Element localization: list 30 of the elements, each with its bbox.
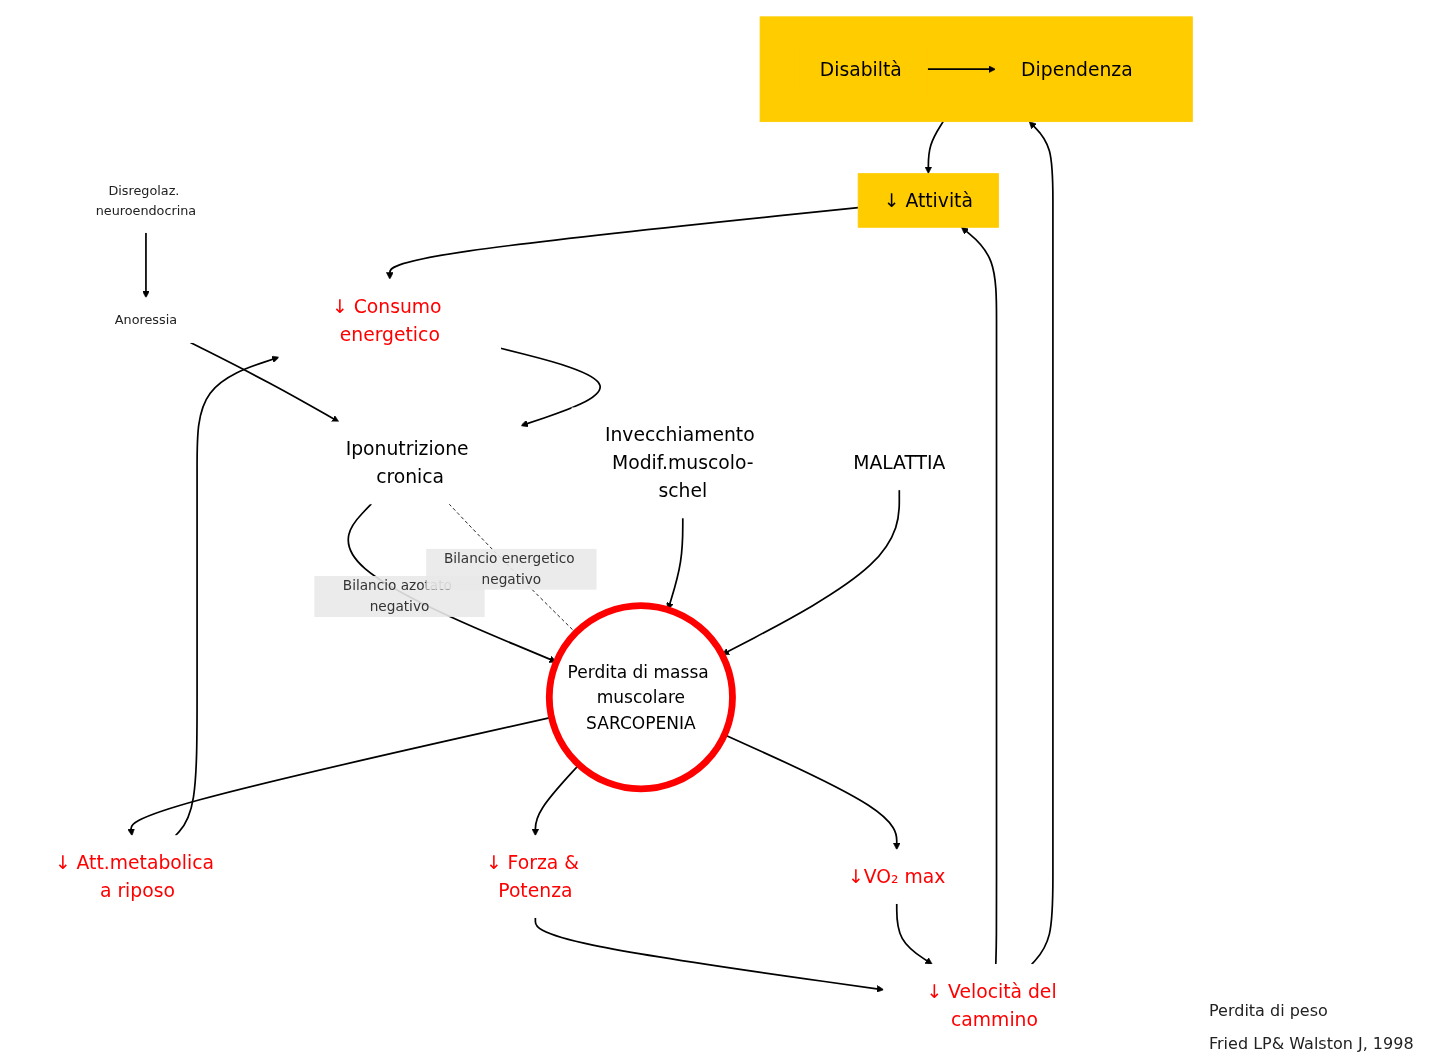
node-text: ↓ Forza & Potenza — [485, 851, 579, 902]
note-text: Fried LP& Walston J, 1998 — [1209, 1034, 1415, 1053]
node-text: Disregolaz. neuroendocrina — [95, 182, 197, 218]
arrow — [189, 341, 340, 423]
node-text: ↓ Consumo energetico — [332, 295, 442, 345]
arrow — [895, 902, 933, 965]
note-text: Perdita di peso — [1209, 1001, 1329, 1020]
arrow — [924, 120, 944, 174]
node-text: ↓ Velocità del cammino — [926, 980, 1057, 1030]
node-text: MALATTIA — [853, 452, 946, 474]
arrow — [142, 231, 150, 299]
arrow — [721, 488, 901, 656]
arrow — [926, 65, 996, 73]
arrow — [386, 206, 860, 280]
node-text: Iponutrizione cronica — [345, 438, 469, 488]
arrow — [499, 347, 601, 428]
node-text: ↓VO₂ max — [848, 865, 946, 888]
node-box: ↓ Attività — [857, 173, 999, 228]
node-text: Disabiltà — [819, 58, 902, 80]
arrow — [1028, 121, 1054, 966]
arrow — [174, 355, 280, 837]
node-text: Anoressia — [114, 312, 178, 328]
edge-label: Bilancio azotato negativo — [342, 577, 452, 615]
arrow — [961, 226, 998, 966]
node-circle: Perdita di massa muscolare SARCOPENIA — [545, 602, 736, 793]
node-text: ↓ Att.metabolica a riposo — [54, 851, 214, 902]
arrow — [534, 916, 885, 993]
node-text: Dipendenza — [1021, 58, 1133, 80]
node-text: Invecchiamento Modif.muscolo-schel — [604, 424, 755, 502]
cluster — [759, 16, 1193, 123]
